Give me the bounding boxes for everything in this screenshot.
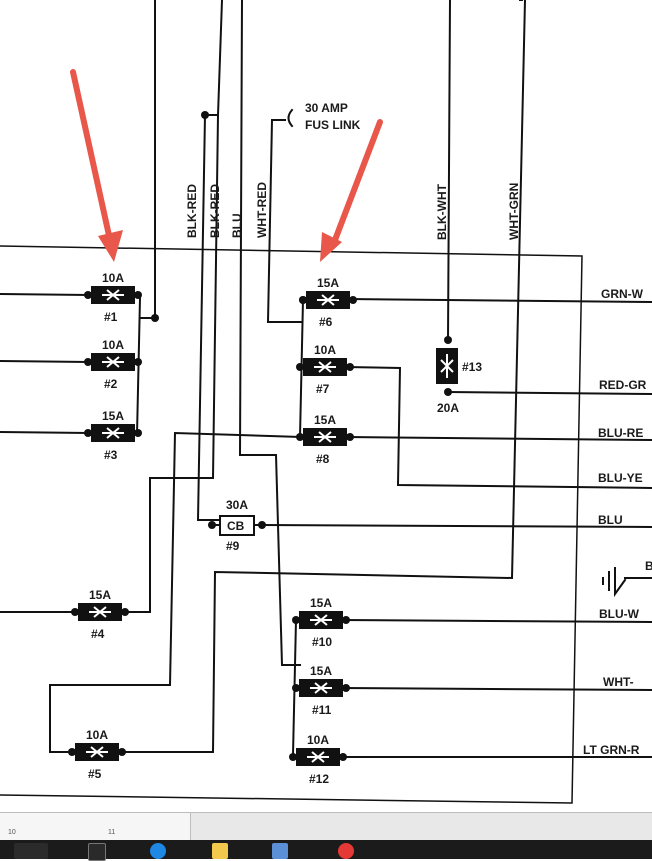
wire-f2 — [0, 359, 90, 364]
ruler-tick-2: 11 — [108, 829, 116, 836]
annotation-arrow-2 — [332, 119, 383, 243]
wire-label-right-2: RED-GR — [599, 378, 647, 392]
ground-label: B — [645, 559, 652, 573]
fuse-rating: 10A — [314, 343, 336, 357]
fuse-number: #8 — [316, 452, 330, 466]
fuse-3: 15A #3 — [84, 409, 142, 462]
fuse-10: 15A #10 — [292, 596, 350, 649]
file-explorer-icon[interactable] — [212, 843, 228, 859]
fuse-6: 15A #6 — [299, 276, 357, 329]
wire-f8 — [344, 435, 652, 442]
wire-left-top — [139, 0, 156, 319]
wire-blu-down — [238, 0, 301, 666]
wire-label-blk-red-1: BLK-RED — [185, 184, 199, 238]
fuse-2: 10A #2 — [84, 338, 142, 391]
wire-blk-red-1 — [196, 113, 219, 521]
fuse-13-number: #13 — [462, 360, 482, 374]
wire-f13 — [446, 390, 652, 396]
wire-f10 — [340, 618, 652, 624]
fuse-number: #11 — [312, 703, 332, 717]
cb-symbol-label: CB — [227, 519, 245, 533]
wire-label-blu: BLU — [230, 213, 244, 238]
fuse-4: 15A #4 — [71, 588, 129, 641]
wire-cb — [260, 523, 652, 529]
fuse-rating: 15A — [310, 664, 332, 678]
wiring-diagram: 10A #1 10A #2 15A #3 15A #4 10A #5 15A #6 10A #7 15A #8… — [0, 0, 652, 804]
fuse-1: 10A #1 — [84, 271, 142, 324]
app-icon[interactable] — [272, 843, 288, 859]
fuse-link-label-2: FUS LINK — [305, 118, 361, 132]
wire-label-right-6: BLU-W — [599, 607, 640, 621]
wire-grn-w — [346, 297, 652, 304]
wire-blu — [216, 0, 224, 117]
junction-dot — [151, 314, 159, 322]
fuse-rating: 15A — [314, 413, 336, 427]
fuse-number: #12 — [309, 772, 329, 786]
bus-left — [135, 296, 142, 437]
fuse-rating: 10A — [86, 728, 108, 742]
wire-label-right-8: LT GRN-R — [583, 743, 640, 757]
panel-outline — [0, 245, 583, 804]
edge-icon[interactable] — [150, 843, 166, 859]
wire-label-right-1: GRN-W — [601, 287, 644, 301]
fuse-5: 10A #5 — [68, 728, 126, 781]
wire-f5-loop — [49, 431, 302, 753]
chrome-icon[interactable] — [338, 843, 354, 859]
fuse-number: #3 — [104, 448, 118, 462]
fuse-12: 10A #12 — [289, 733, 347, 786]
annotation-arrow-2-head — [320, 232, 342, 262]
cb-rating: 30A — [226, 498, 248, 512]
wire-label-blk-red-2: BLK-RED — [208, 184, 222, 238]
wire-blk-wht — [446, 0, 452, 342]
fuse-11: 15A #11 — [292, 664, 350, 717]
taskbar — [0, 840, 652, 861]
fuse-8: 15A #8 — [296, 413, 354, 466]
fuse-7: 10A #7 — [296, 343, 354, 396]
wire-label-wht-red: WHT-RED — [255, 182, 269, 238]
wire-wht-red — [266, 118, 303, 323]
wire-label-right-3: BLU-RE — [598, 426, 643, 440]
wire-label-blk-wht: BLK-WHT — [435, 183, 449, 240]
wire-wht-grn — [97, 0, 527, 753]
wire-label-wht-grn: WHT-GRN — [507, 183, 521, 240]
ground-symbol — [602, 567, 652, 598]
wire-f7 — [344, 365, 652, 490]
junction-dot — [201, 111, 209, 119]
fuse-link-label-1: 30 AMP — [305, 101, 348, 115]
ruler-tick-1: 10 — [8, 829, 16, 836]
fuse-number: #7 — [316, 382, 330, 396]
fuse-rating: 10A — [307, 733, 329, 747]
fuse-number: #10 — [312, 635, 332, 649]
start-icon[interactable] — [14, 843, 48, 859]
fuse-rating: 15A — [102, 409, 124, 423]
fuse-rating: 10A — [102, 338, 124, 352]
fuse-rating: 10A — [102, 271, 124, 285]
fuse-rating: 15A — [310, 596, 332, 610]
task-view-icon[interactable] — [88, 843, 106, 861]
ruler-strip: 10 11 — [0, 812, 652, 841]
wire-f1 — [0, 292, 90, 297]
wire-f11 — [340, 686, 652, 692]
fuse-rating: 15A — [317, 276, 339, 290]
wire-f3 — [0, 430, 90, 435]
fuse-13-symbol — [436, 336, 458, 396]
circuit-breaker-9: CB — [208, 515, 266, 536]
annotation-arrow-1-head — [98, 230, 123, 262]
wire-label-right-7: WHT- — [603, 675, 634, 689]
fuse-number: #6 — [319, 315, 333, 329]
wire-blk-red-2 — [94, 114, 220, 613]
cb-number: #9 — [226, 539, 240, 553]
fuse-number: #5 — [88, 767, 102, 781]
fuse-number: #2 — [104, 377, 118, 391]
fuse-rating: 15A — [89, 588, 111, 602]
fuse-number: #4 — [91, 627, 105, 641]
annotation-arrow-1 — [70, 69, 113, 243]
fuse-number: #1 — [104, 310, 118, 324]
fuse-13-rating: 20A — [437, 401, 459, 415]
wire-label-right-4: BLU-YE — [598, 471, 643, 485]
fusible-link — [271, 108, 294, 128]
ruler-ticks: 10 11 — [0, 813, 191, 841]
wire-label-right-5: BLU — [598, 513, 623, 527]
